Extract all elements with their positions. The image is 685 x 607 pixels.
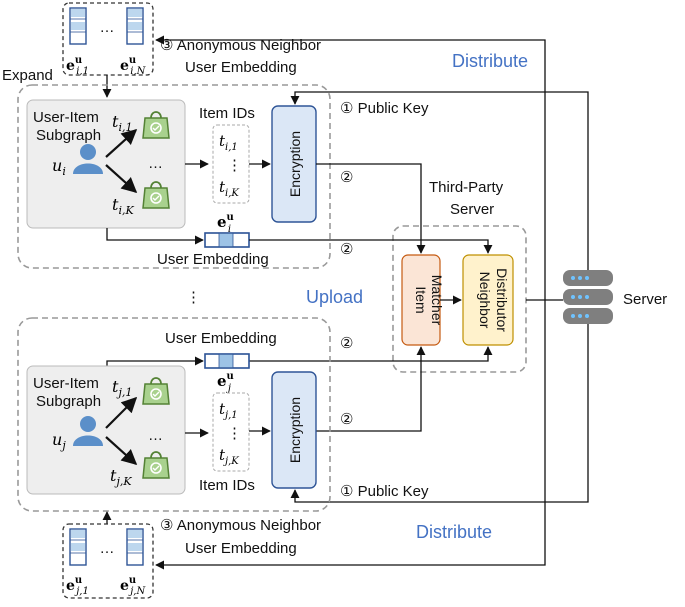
upload-label: Upload bbox=[306, 287, 363, 307]
third-party-server-container bbox=[392, 225, 527, 373]
step2-label: ② bbox=[340, 169, 353, 186]
neighbor-caption-i-line1: ③ Anonymous Neighbor bbox=[160, 37, 321, 54]
user-embedding-i bbox=[204, 232, 250, 248]
third-party-server-line1: Third-Party bbox=[429, 179, 504, 196]
neighbor-distributor-box bbox=[462, 254, 514, 346]
ellipsis-label: … bbox=[100, 19, 115, 36]
item-ids-i-title: Item IDs bbox=[199, 105, 255, 122]
neighbor-caption-j-line2: User Embedding bbox=[185, 540, 297, 557]
item-ids-j-box bbox=[212, 392, 250, 472]
encryption-box-j bbox=[271, 371, 317, 489]
embedding-i-caption: User Embedding bbox=[157, 251, 269, 268]
public-key-i-label: ① Public Key bbox=[340, 100, 429, 117]
ellipsis-label: … bbox=[100, 540, 115, 557]
svg-text:⋮: ⋮ bbox=[227, 157, 242, 174]
item-ids-i-box bbox=[212, 124, 250, 204]
item-matcher-line1: Item bbox=[413, 286, 429, 313]
item-ids-j-title: Item IDs bbox=[199, 477, 255, 494]
ellipsis-label: … bbox=[148, 427, 163, 444]
ellipsis-vertical: ⋮ bbox=[186, 289, 201, 306]
distribute-label-bottom: Distribute bbox=[416, 522, 492, 542]
ellipsis-label: … bbox=[148, 155, 163, 172]
public-key-j-label: ① Public Key bbox=[340, 483, 429, 500]
encryption-label-j: Encryption bbox=[287, 397, 303, 463]
step2-label: ② bbox=[340, 241, 353, 258]
svg-text:⋮: ⋮ bbox=[227, 425, 242, 442]
subgraph-i-title-line2: Subgraph bbox=[36, 127, 101, 144]
encryption-label-i: Encryption bbox=[287, 131, 303, 197]
distribute-label-top: Distribute bbox=[452, 51, 528, 71]
user-embedding-j bbox=[204, 353, 250, 369]
neighbor-distributor-line2: Distributor bbox=[494, 268, 510, 332]
subgraph-j-title-line1: User-Item bbox=[33, 375, 99, 392]
item-matcher-line2: Matcher bbox=[429, 275, 445, 326]
client-i-container bbox=[17, 84, 331, 269]
expand-label: Expand bbox=[2, 67, 53, 84]
client-j-container bbox=[17, 317, 331, 512]
subgraph-j-title-line2: Subgraph bbox=[36, 393, 101, 410]
embedding-j-caption: User Embedding bbox=[165, 330, 277, 347]
step2-label: ② bbox=[340, 335, 353, 352]
neighbor-caption-j-line1: ③ Anonymous Neighbor bbox=[160, 517, 321, 534]
step2-label: ② bbox=[340, 411, 353, 428]
server-database-icon bbox=[563, 270, 613, 324]
neighbor-caption-i-line2: User Embedding bbox=[185, 59, 297, 76]
neighbor-distributor-line1: Neighbor bbox=[477, 272, 493, 329]
server-label: Server bbox=[623, 291, 667, 308]
subgraph-i-title-line1: User-Item bbox=[33, 109, 99, 126]
third-party-server-line2: Server bbox=[450, 201, 494, 218]
